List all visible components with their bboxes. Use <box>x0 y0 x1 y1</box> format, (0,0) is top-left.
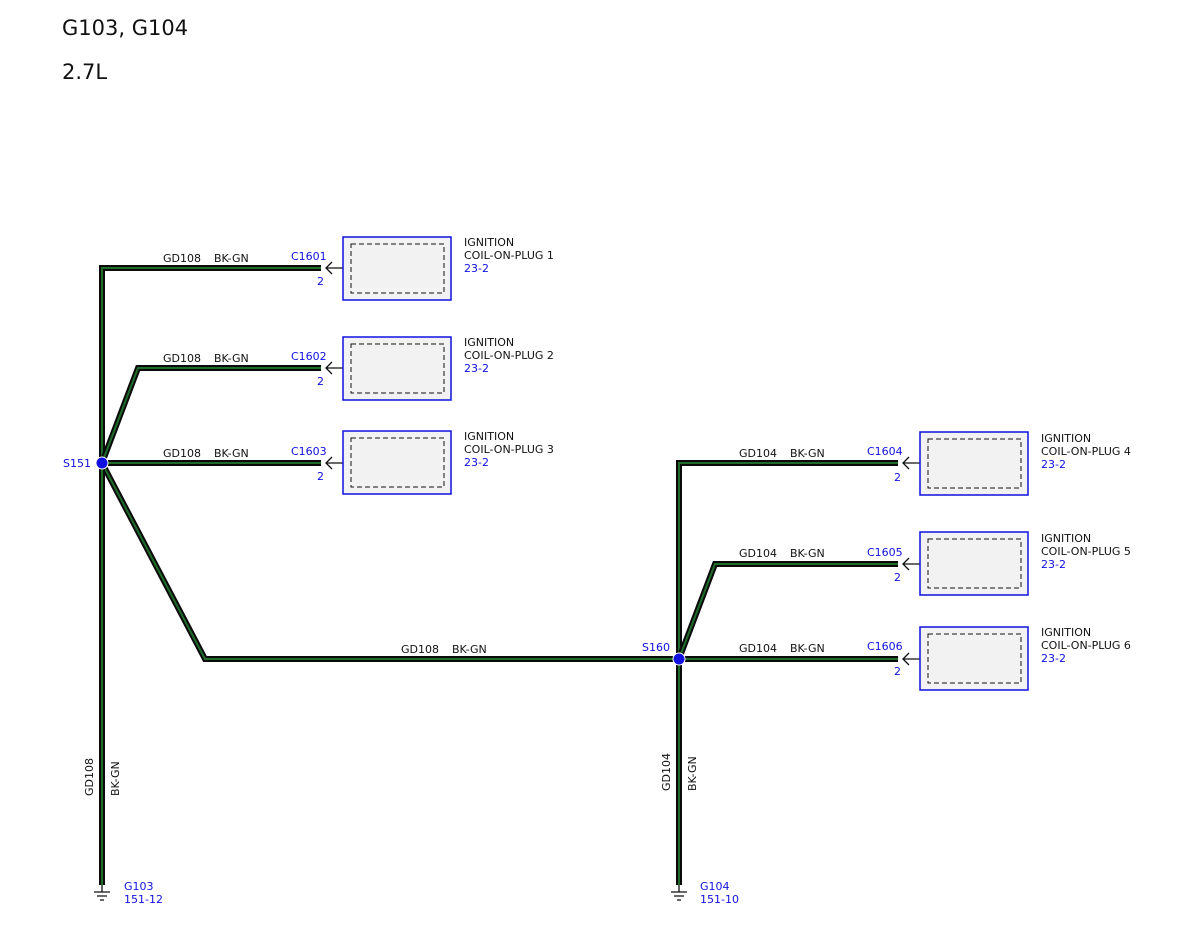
connector-label: C1601 <box>291 250 327 263</box>
wire-s151-to-s160 <box>99 461 679 662</box>
wire-label-color: BK-GN <box>214 447 249 460</box>
splice-s160-label: S160 <box>642 641 670 654</box>
component-ref: 23-2 <box>464 456 489 469</box>
component-box <box>919 531 1029 596</box>
component-inner-outline <box>927 633 1022 684</box>
splice-s160-dot <box>672 652 686 666</box>
wire-label-circuit: GD108 <box>163 447 201 460</box>
wire-label-color: BK-GN <box>214 252 249 265</box>
component-inner-outline <box>350 243 445 294</box>
pin-label: 2 <box>317 470 324 483</box>
connector-label: C1603 <box>291 445 327 458</box>
wire-label-circuit: GD108 <box>163 352 201 365</box>
component-name-line1: IGNITION <box>1041 532 1091 545</box>
component-box <box>342 336 452 401</box>
wire-label-color: BK-GN <box>790 547 825 560</box>
wire-label-color: BK-GN <box>214 352 249 365</box>
wire-label-circuit: GD104 <box>739 547 777 560</box>
wire-label-circuit-vertical: GD104 <box>660 753 673 791</box>
component-name-line2: COIL-ON-PLUG 3 <box>464 443 554 456</box>
component-inner-outline <box>350 343 445 394</box>
component-name-line2: COIL-ON-PLUG 5 <box>1041 545 1131 558</box>
wire-c1604 <box>676 460 898 659</box>
page-title: G103, G104 <box>62 16 189 40</box>
wire-c1601 <box>99 265 321 463</box>
component-name-line2: COIL-ON-PLUG 4 <box>1041 445 1131 458</box>
connector-label: C1605 <box>867 546 903 559</box>
pin-label: 2 <box>317 275 324 288</box>
component-coil-5: C1605 2 IGNITION COIL-ON-PLUG 5 23-2 <box>867 531 1131 596</box>
component-name-line1: IGNITION <box>1041 626 1091 639</box>
component-coil-4: C1604 2 IGNITION COIL-ON-PLUG 4 23-2 <box>867 431 1131 496</box>
wire-label-color: BK-GN <box>452 643 487 656</box>
wire-label-color-vertical: BK-GN <box>686 756 699 791</box>
wire-c1605 <box>676 561 898 661</box>
ground-name: G104 <box>700 880 730 893</box>
wire-label-circuit: GD104 <box>739 642 777 655</box>
pin-label: 2 <box>894 665 901 678</box>
wire-c1602 <box>99 365 321 465</box>
component-box <box>342 430 452 495</box>
component-ref: 23-2 <box>1041 558 1066 571</box>
ground-ref: 151-12 <box>124 893 163 906</box>
component-name-line2: COIL-ON-PLUG 2 <box>464 349 554 362</box>
ground-name: G103 <box>124 880 154 893</box>
wire-label-color-vertical: BK-GN <box>109 761 122 796</box>
connector-label: C1606 <box>867 640 903 653</box>
component-box <box>919 626 1029 691</box>
ground-ref: 151-10 <box>700 893 739 906</box>
component-coil-2: C1602 2 IGNITION COIL-ON-PLUG 2 23-2 <box>291 336 554 401</box>
component-ref: 23-2 <box>464 262 489 275</box>
component-name-line1: IGNITION <box>1041 432 1091 445</box>
component-name-line1: IGNITION <box>464 430 514 443</box>
pin-label: 2 <box>317 375 324 388</box>
component-inner-outline <box>350 437 445 488</box>
wire-label-circuit: GD108 <box>163 252 201 265</box>
wire-label-circuit: GD108 <box>401 643 439 656</box>
component-box <box>919 431 1029 496</box>
component-coil-3: C1603 2 IGNITION COIL-ON-PLUG 3 23-2 <box>291 430 554 495</box>
ground-g104: G104 151-10 <box>671 880 739 906</box>
ground-g103: G103 151-12 <box>94 880 163 906</box>
engine-variant-label: 2.7L <box>62 60 108 84</box>
component-ref: 23-2 <box>1041 652 1066 665</box>
component-coil-1: C1601 2 IGNITION COIL-ON-PLUG 1 23-2 <box>291 236 554 301</box>
pin-label: 2 <box>894 471 901 484</box>
component-ref: 23-2 <box>1041 458 1066 471</box>
connector-label: C1604 <box>867 445 903 458</box>
component-name-line2: COIL-ON-PLUG 1 <box>464 249 554 262</box>
wire-label-color: BK-GN <box>790 642 825 655</box>
splice-s151-dot <box>95 456 109 470</box>
component-coil-6: C1606 2 IGNITION COIL-ON-PLUG 6 23-2 <box>867 626 1131 691</box>
component-name-line2: COIL-ON-PLUG 6 <box>1041 639 1131 652</box>
component-inner-outline <box>927 438 1022 489</box>
wire-label-color: BK-GN <box>790 447 825 460</box>
component-name-line1: IGNITION <box>464 236 514 249</box>
ground-icon <box>671 885 687 901</box>
wire-label-circuit: GD104 <box>739 447 777 460</box>
component-inner-outline <box>927 538 1022 589</box>
splice-s151-label: S151 <box>63 457 91 470</box>
ground-icon <box>94 885 110 901</box>
component-name-line1: IGNITION <box>464 336 514 349</box>
component-box <box>342 236 452 301</box>
pin-label: 2 <box>894 571 901 584</box>
connector-label: C1602 <box>291 350 327 363</box>
component-ref: 23-2 <box>464 362 489 375</box>
wire-label-circuit-vertical: GD108 <box>83 758 96 796</box>
